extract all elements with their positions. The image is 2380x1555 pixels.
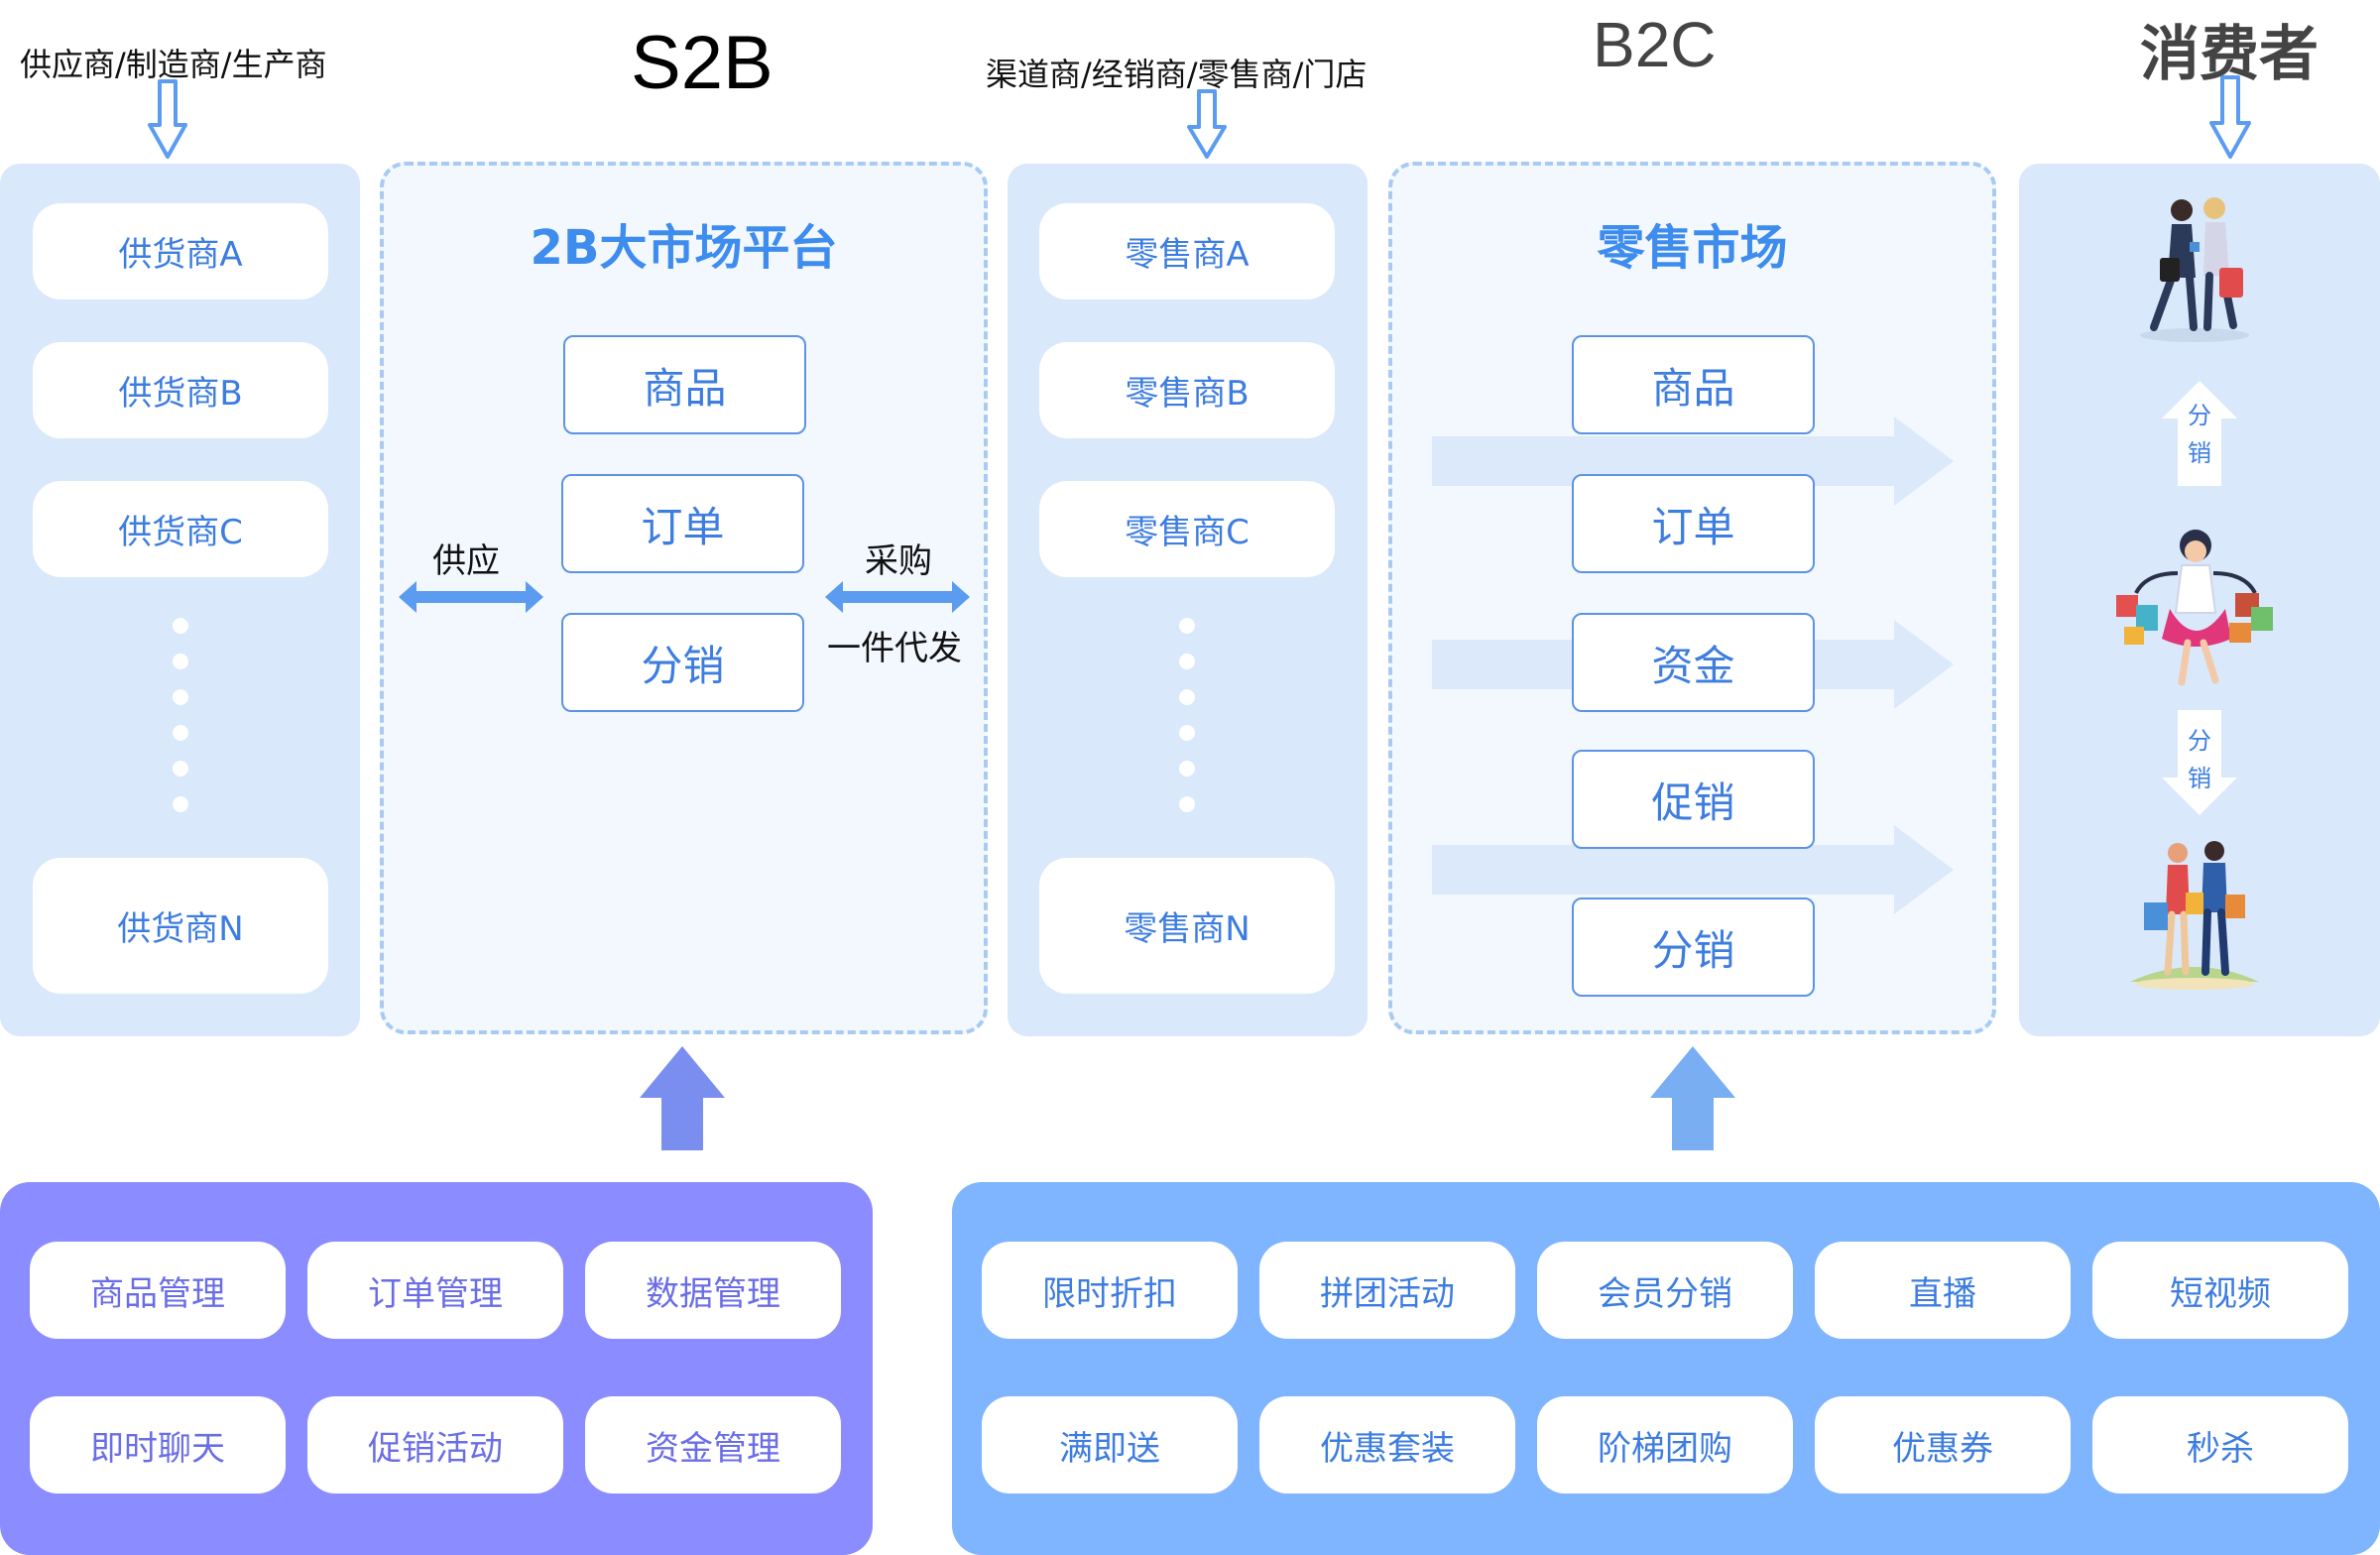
feature-member-distribution[interactable]: 会员分销: [1537, 1242, 1793, 1339]
s2b-features-panel: [0, 1182, 873, 1555]
feature-spend-gift[interactable]: 满即送: [982, 1396, 1238, 1494]
ellipsis-dot: [173, 796, 188, 812]
feature-tiered-group-buy[interactable]: 阶梯团购: [1537, 1396, 1793, 1494]
feature-short-video[interactable]: 短视频: [2092, 1242, 2348, 1339]
supplier-item[interactable]: 供货商C: [33, 481, 328, 577]
ellipsis-dot: [1179, 654, 1195, 669]
ellipsis-dot: [1179, 725, 1195, 741]
platform-item-goods[interactable]: 商品: [563, 335, 806, 434]
down-arrow-icon: [2162, 710, 2237, 815]
feature-goods-management[interactable]: 商品管理: [30, 1242, 286, 1339]
double-arrow-icon: [825, 581, 970, 613]
ellipsis-dot: [1179, 796, 1195, 812]
supplier-label: 供应商/制造商/生产商: [20, 46, 327, 83]
feature-data-management[interactable]: 数据管理: [585, 1242, 841, 1339]
feature-order-management[interactable]: 订单管理: [307, 1242, 563, 1339]
flow-arrow-icon: [1432, 825, 1954, 914]
distribution-char: 销: [2188, 439, 2211, 467]
shopper-woman-illustration: [2116, 530, 2273, 686]
up-arrow-icon: [640, 1046, 725, 1150]
feature-group-buy[interactable]: 拼团活动: [1259, 1242, 1515, 1339]
feature-promotions[interactable]: 促销活动: [307, 1396, 563, 1494]
supplier-item[interactable]: 供货商B: [33, 342, 328, 438]
supplier-item[interactable]: 供货商A: [33, 203, 328, 299]
ellipsis-dot: [1179, 761, 1195, 777]
down-arrow-icon: [1187, 89, 1227, 159]
distribution-char: 分: [2188, 402, 2211, 429]
shoppers-illustration: [2140, 197, 2249, 342]
feature-coupon[interactable]: 优惠券: [1815, 1396, 2071, 1494]
feature-funds-management[interactable]: 资金管理: [585, 1396, 841, 1494]
down-arrow-icon: [148, 79, 187, 159]
up-arrow-icon: [2162, 381, 2237, 486]
retailer-item[interactable]: 零售商C: [1039, 481, 1335, 577]
b2c-title: B2C: [1593, 9, 1717, 80]
ellipsis-dot: [173, 654, 188, 669]
down-arrow-icon: [2209, 75, 2251, 159]
ellipsis-dot: [173, 689, 188, 705]
supply-label: 供应: [432, 541, 500, 581]
distribution-char: 分: [2188, 727, 2211, 755]
ellipsis-dot: [173, 618, 188, 634]
retailer-item[interactable]: 零售商A: [1039, 203, 1335, 299]
supplier-item[interactable]: 供货商N: [33, 858, 328, 994]
market-item-funds[interactable]: 资金: [1572, 613, 1815, 712]
ellipsis-dot: [1179, 618, 1195, 634]
market-item-distribution[interactable]: 分销: [1572, 897, 1815, 997]
ellipsis-dot: [1179, 689, 1195, 705]
ellipsis-dot: [173, 725, 188, 741]
shopping-couple-illustration: [2130, 841, 2259, 990]
platform-item-distribution[interactable]: 分销: [561, 613, 804, 712]
b2c-features-panel: [952, 1182, 2380, 1555]
distribution-down-label: 分 销: [2180, 722, 2219, 797]
channel-label: 渠道商/经销商/零售商/门店: [986, 56, 1368, 93]
up-arrow-icon: [1650, 1046, 1735, 1150]
dropship-label: 一件代发: [827, 629, 962, 668]
platform-item-orders[interactable]: 订单: [561, 474, 804, 573]
platform-2b-title: 2B大市场平台: [530, 220, 838, 276]
feature-flash-discount[interactable]: 限时折扣: [982, 1242, 1238, 1339]
market-item-orders[interactable]: 订单: [1572, 474, 1815, 573]
ellipsis-dot: [173, 761, 188, 777]
retail-market-title: 零售市场: [1597, 220, 1788, 276]
double-arrow-icon: [399, 581, 543, 613]
s2b-title: S2B: [631, 21, 774, 105]
distribution-char: 销: [2188, 765, 2211, 792]
feature-bundle-deal[interactable]: 优惠套装: [1259, 1396, 1515, 1494]
purchase-label: 采购: [865, 541, 932, 581]
feature-instant-chat[interactable]: 即时聊天: [30, 1396, 286, 1494]
distribution-up-label: 分 销: [2180, 397, 2219, 472]
flow-arrow-icon: [1432, 417, 1954, 506]
feature-flash-sale[interactable]: 秒杀: [2092, 1396, 2348, 1494]
feature-live-stream[interactable]: 直播: [1815, 1242, 2071, 1339]
market-item-goods[interactable]: 商品: [1572, 335, 1815, 434]
retailer-item[interactable]: 零售商N: [1039, 858, 1335, 994]
market-item-promotion[interactable]: 促销: [1572, 750, 1815, 849]
retailer-item[interactable]: 零售商B: [1039, 342, 1335, 438]
